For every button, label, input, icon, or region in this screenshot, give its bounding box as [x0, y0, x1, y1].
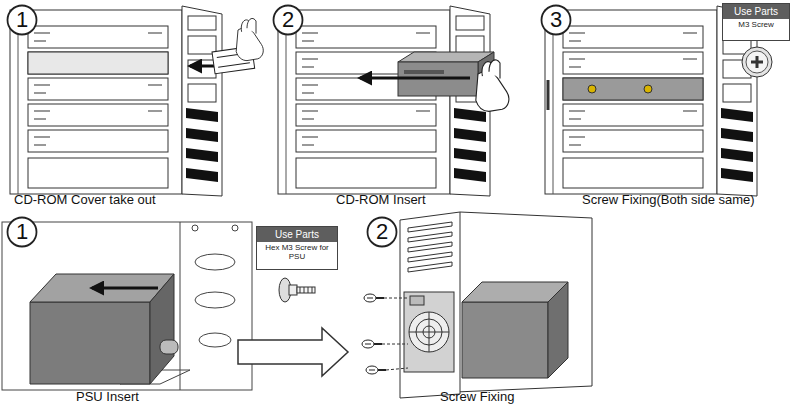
step-number: 2: [272, 4, 304, 36]
parts-heading: Use Parts: [723, 4, 789, 19]
step-number: 1: [6, 4, 38, 36]
step-number-text: 2: [282, 9, 294, 31]
parts-box: Use PartsM3 Screw: [722, 3, 790, 41]
step-number: 3: [540, 4, 572, 36]
step-number: 1: [6, 216, 38, 248]
step-caption: PSU Insert: [76, 390, 139, 404]
step-number-text: 1: [16, 221, 28, 243]
step-caption: CD-ROM Cover take out: [14, 193, 156, 207]
parts-box: Use PartsHex M3 Screw for PSU: [256, 226, 338, 270]
parts-heading: Use Parts: [257, 227, 337, 242]
step-caption: Screw Fixing: [440, 390, 514, 404]
step-caption: CD-ROM Insert: [336, 193, 426, 207]
step-number-text: 1: [16, 9, 28, 31]
step-caption: Screw Fixing(Both side same): [582, 193, 755, 207]
step-number: 2: [366, 216, 398, 248]
parts-name: Hex M3 Screw for PSU: [257, 242, 337, 264]
step-number-text: 3: [550, 9, 562, 31]
step-number-text: 2: [376, 221, 388, 243]
parts-name: M3 Screw: [723, 19, 789, 32]
